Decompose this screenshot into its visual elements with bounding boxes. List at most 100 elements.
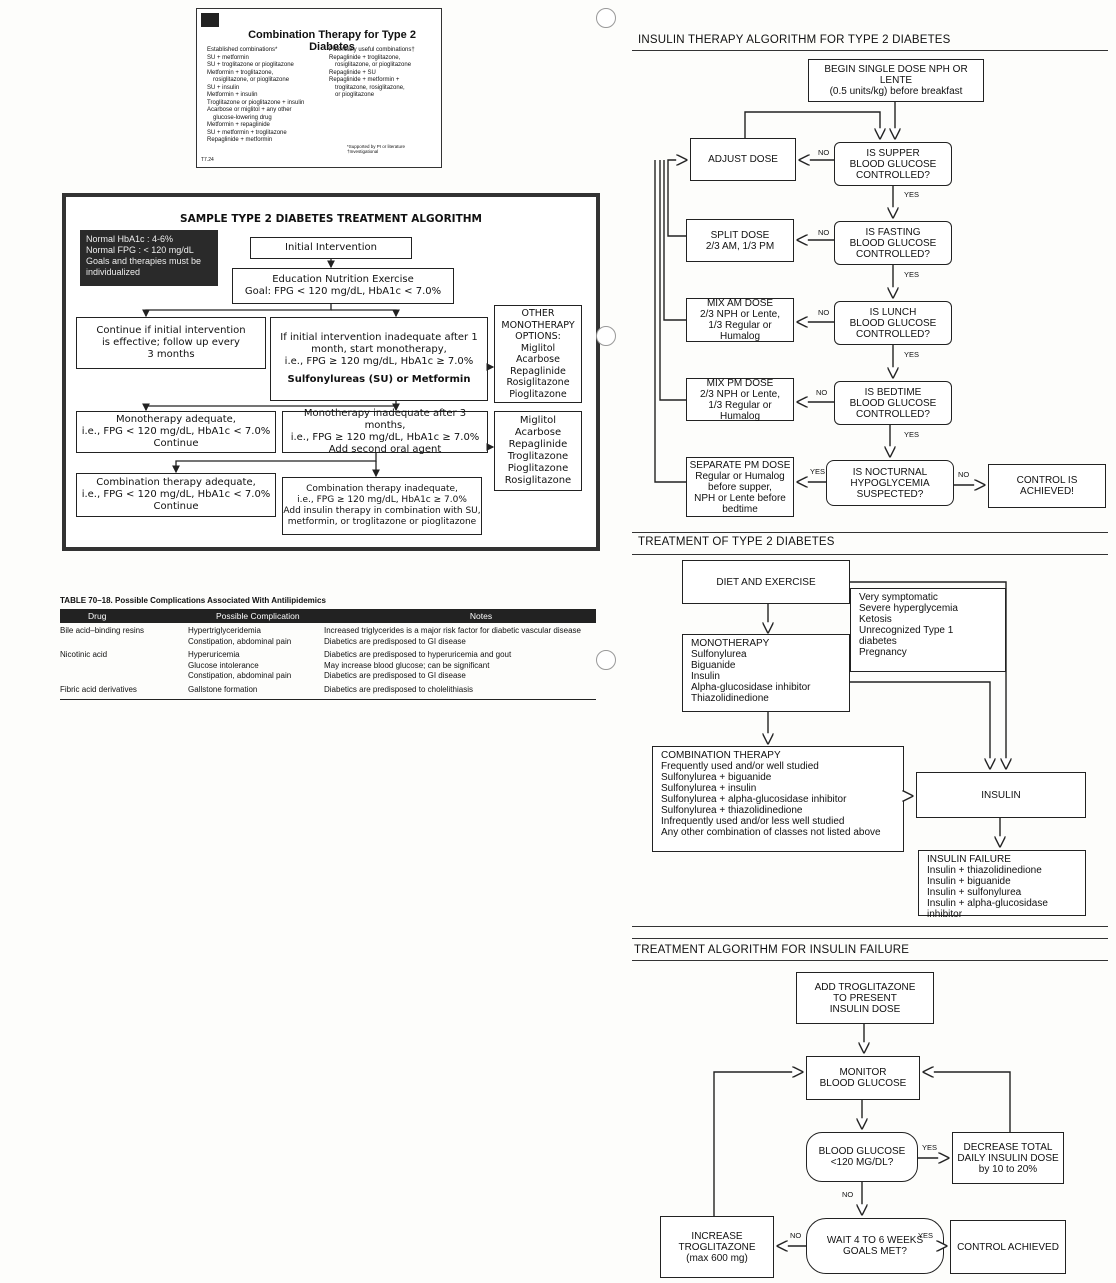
fasting-question: IS FASTING BLOOD GLUCOSE CONTROLLED? xyxy=(834,221,952,265)
potential-item: Repaglinide + metformin + troglitazone, … xyxy=(329,77,405,98)
established-heading: Established combinations* xyxy=(207,47,278,53)
insulin-failure-box: INSULIN FAILURE Insulin + thiazolidinedi… xyxy=(918,850,1086,920)
supper-question: IS SUPPER BLOOD GLUCOSE CONTROLLED? xyxy=(834,142,952,186)
established-item: Repaglinide + metformin xyxy=(207,137,273,143)
insulin-failure-title: INSULIN FAILURE xyxy=(927,854,1011,865)
failure-title-rule xyxy=(632,960,1108,961)
combination-therapy-title: COMBINATION THERAPY xyxy=(661,750,781,761)
established-item: SU + metformin + troglitazone xyxy=(207,129,287,136)
combination-adequate-box: Combination therapy adequate, i.e., FPG … xyxy=(76,473,276,517)
table-cell-drug: Bile acid–binding resins xyxy=(60,626,145,635)
table-header-drug: Drug xyxy=(88,611,107,621)
yes-label-4: YES xyxy=(904,430,920,439)
yes-label-1: YES xyxy=(904,190,920,199)
adjust-dose-box: ADJUST DOSE xyxy=(690,138,796,181)
no-label-4: NO xyxy=(816,388,828,397)
combination-inadequate-box: Combination therapy inadequate, i.e., FP… xyxy=(282,477,482,535)
sample-algorithm-panel: SAMPLE TYPE 2 DIABETES TREATMENT ALGORIT… xyxy=(62,193,600,551)
established-item: Metformin + troglitazone, rosiglitazone,… xyxy=(207,69,290,84)
slide-logo xyxy=(201,13,219,27)
yes-label-wait: YES xyxy=(918,1231,934,1240)
table-cell-drug: Fibric acid derivatives xyxy=(60,684,137,694)
binder-hole-top xyxy=(596,8,616,28)
table-cell-complication: Hyperuricemia Glucose intolerance Consti… xyxy=(188,650,292,680)
table-cell-notes: Diabetics are predisposed to cholelithia… xyxy=(324,684,473,694)
start-monotherapy-box: If initial intervention inadequate after… xyxy=(270,317,488,401)
yes-label-3: YES xyxy=(904,350,920,359)
established-item: SU + troglitazone or pioglitazone xyxy=(207,62,294,68)
symptoms-box: Very symptomatic Severe hyperglycemia Ke… xyxy=(850,588,1006,672)
mix-pm-dose-box: MIX PM DOSE 2/3 NPH or Lente, 1/3 Regula… xyxy=(686,378,794,422)
other-monotherapy-box: OTHER MONOTHERAPY OPTIONS: Miglitol Acar… xyxy=(494,305,582,403)
treatment-title: TREATMENT OF TYPE 2 DIABETES xyxy=(638,536,835,548)
established-item: Metformin + repaglinide xyxy=(207,122,270,128)
binder-hole-bottom xyxy=(596,650,616,670)
no-label-2: NO xyxy=(818,228,830,237)
monotherapy-inadequate-box: Monotherapy inadequate after 3 months, i… xyxy=(282,408,488,455)
control-achieved-final-box: CONTROL ACHIEVED xyxy=(950,1220,1066,1274)
mix-am-dose-box: MIX AM DOSE 2/3 NPH or Lente, 1/3 Regula… xyxy=(686,298,794,342)
split-dose-box: SPLIT DOSE 2/3 AM, 1/3 PM xyxy=(686,219,794,262)
potential-heading: Potentially useful combinations† xyxy=(329,47,415,53)
established-list: Established combinations* SU + metformin… xyxy=(207,47,317,145)
failure-algorithm-title: TREATMENT ALGORITHM FOR INSULIN FAILURE xyxy=(634,944,910,956)
add-troglitazone-box: ADD TROGLITAZONE TO PRESENT INSULIN DOSE xyxy=(796,972,934,1024)
bedtime-question: IS BEDTIME BLOOD GLUCOSE CONTROLLED? xyxy=(834,381,952,425)
initial-intervention-box: Initial Intervention xyxy=(250,237,412,259)
monotherapy-title: MONOTHERAPY xyxy=(691,638,770,649)
table-cell-complication: Hypertriglyceridemia Constipation, abdom… xyxy=(188,626,292,646)
sample-algorithm-title: SAMPLE TYPE 2 DIABETES TREATMENT ALGORIT… xyxy=(180,213,482,225)
insulin-failure-items: Insulin + thiazolidinedione Insulin + bi… xyxy=(927,865,1048,920)
monitor-blood-glucose-box: MONITOR BLOOD GLUCOSE xyxy=(806,1056,920,1100)
insulin-box: INSULIN xyxy=(916,772,1086,818)
no-label-3: NO xyxy=(818,308,830,317)
monotherapy-items: Sulfonylurea Biguanide Insulin Alpha-glu… xyxy=(691,649,811,704)
failure-top-rule-2 xyxy=(632,938,1108,939)
yes-label-5: YES xyxy=(810,467,826,476)
established-item: SU + insulin xyxy=(207,84,240,91)
control-achieved-box: CONTROL IS ACHIEVED! xyxy=(988,464,1106,508)
continue-initial-box: Continue if initial intervention is effe… xyxy=(76,317,266,369)
su-metformin-text: Sulfonylureas (SU) or Metformin xyxy=(287,374,471,385)
table-body: Bile acid–binding resins Hypertriglycerid… xyxy=(60,626,596,695)
potential-list: Potentially useful combinations† Repagli… xyxy=(329,47,439,100)
yes-label-bg: YES xyxy=(922,1143,938,1152)
increase-troglitazone-box: INCREASE TROGLITAZONE (max 600 mg) xyxy=(660,1216,774,1278)
failure-top-rule xyxy=(632,926,1108,927)
table-cell-notes: Increased triglycerides is a major risk … xyxy=(324,626,581,646)
table-row: Bile acid–binding resins Hypertriglycerid… xyxy=(60,626,596,647)
normals-box: Normal HbA1c : 4-6% Normal FPG : < 120 m… xyxy=(80,230,218,286)
sample-algorithm-connectors xyxy=(142,259,495,478)
established-item: Troglitazone or pioglitazone + insulin xyxy=(207,99,305,106)
monotherapy-adequate-box: Monotherapy adequate, i.e., FPG < 120 mg… xyxy=(76,411,276,453)
lunch-question: IS LUNCH BLOOD GLUCOSE CONTROLLED? xyxy=(834,301,952,345)
treatment-top-rule xyxy=(632,532,1108,533)
table-header-complication: Possible Complication xyxy=(216,611,300,621)
separate-pm-dose-box: SEPARATE PM DOSE Regular or Humalog befo… xyxy=(686,457,794,517)
treatment-title-rule xyxy=(632,554,1108,555)
binder-hole-middle xyxy=(596,326,616,346)
begin-single-dose-box: BEGIN SINGLE DOSE NPH OR LENTE (0.5 unit… xyxy=(808,59,984,102)
decrease-dose-box: DECREASE TOTAL DAILY INSULIN DOSE by 10 … xyxy=(952,1132,1064,1184)
table-cell-complication: Gallstone formation xyxy=(188,684,258,694)
established-item: SU + metformin xyxy=(207,54,249,61)
potential-item: Repaglinide + SU xyxy=(329,69,376,76)
established-item: Acarbose or miglitol + any other glucose… xyxy=(207,107,292,121)
table-title: TABLE 70–18. Possible Complications Asso… xyxy=(60,596,326,605)
table-cell-drug: Nicotinic acid xyxy=(60,650,108,659)
combination-therapy-box: COMBINATION THERAPY Frequently used and/… xyxy=(652,746,904,852)
table-row: Fibric acid derivatives Gallstone formati… xyxy=(60,685,596,696)
no-label-1: NO xyxy=(818,148,830,157)
combination-therapy-items: Frequently used and/or well studied Sulf… xyxy=(661,761,881,838)
combination-therapy-slide: Combination Therapy for Type 2 Diabetes … xyxy=(196,8,442,168)
no-label-wait: NO xyxy=(790,1231,802,1240)
monotherapy-box: MONOTHERAPY Sulfonylurea Biguanide Insul… xyxy=(682,634,850,712)
potential-item: Repaglinide + troglitazone, rosiglitazon… xyxy=(329,54,412,69)
second-agents-box: Miglitol Acarbose Repaglinide Troglitazo… xyxy=(494,411,582,491)
table-bottom-rule xyxy=(60,699,596,700)
nocturnal-question: IS NOCTURNAL HYPOGLYCEMIA SUSPECTED? xyxy=(826,460,954,506)
diet-exercise-box: DIET AND EXERCISE xyxy=(682,560,850,604)
no-label-5: NO xyxy=(958,470,970,479)
